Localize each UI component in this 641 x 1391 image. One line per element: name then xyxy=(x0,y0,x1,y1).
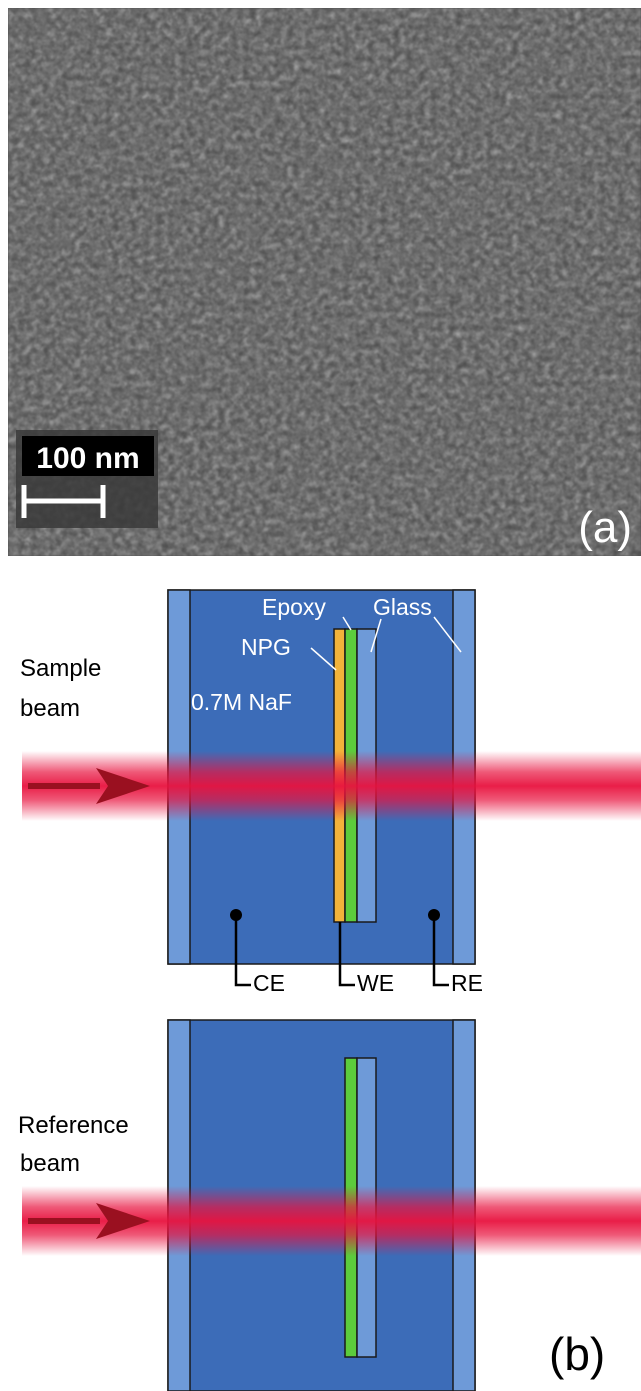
reference-beam-arrow-head xyxy=(96,1203,150,1239)
sample-cell-diagram: Epoxy Glass NPG 0.7M NaF CE WE RE Sample… xyxy=(20,589,641,996)
glass-label: Glass xyxy=(373,594,432,620)
sample-beam-arrow-head xyxy=(96,768,150,804)
sem-image-panel: 100 nm (a) xyxy=(8,8,641,556)
glass-leader-line-window xyxy=(433,616,462,653)
re-lead xyxy=(432,915,449,987)
ce-lead xyxy=(234,915,251,987)
epoxy-label: Epoxy xyxy=(262,594,326,620)
panel-a-label: (a) xyxy=(578,503,632,552)
scale-bar-label-box xyxy=(22,436,154,476)
we-label: WE xyxy=(357,970,394,996)
electrolyte-label: 0.7M NaF xyxy=(191,689,292,715)
panel-b-label: (b) xyxy=(549,1328,605,1380)
ce-label: CE xyxy=(253,970,285,996)
glass-leader-line-substrate xyxy=(370,618,382,653)
reference-beam-label-line2: beam xyxy=(20,1150,80,1177)
sample-beam-label-line1: Sample xyxy=(20,655,101,682)
we-lead xyxy=(338,922,355,987)
counter-electrode: CE xyxy=(230,909,285,996)
reference-cell-diagram: Reference beam xyxy=(18,1019,641,1391)
npg-leader-line xyxy=(310,647,337,671)
re-label: RE xyxy=(451,970,483,996)
npg-label: NPG xyxy=(241,634,291,660)
reference-beam-label-line1: Reference xyxy=(18,1112,129,1139)
working-electrode: WE xyxy=(338,922,394,996)
sample-beam-label-line2: beam xyxy=(20,695,80,722)
scale-bar-label: 100 nm xyxy=(36,442,139,475)
epoxy-leader-line xyxy=(342,616,352,631)
scale-bar: 100 nm xyxy=(16,430,158,528)
reference-electrode: RE xyxy=(428,909,483,996)
